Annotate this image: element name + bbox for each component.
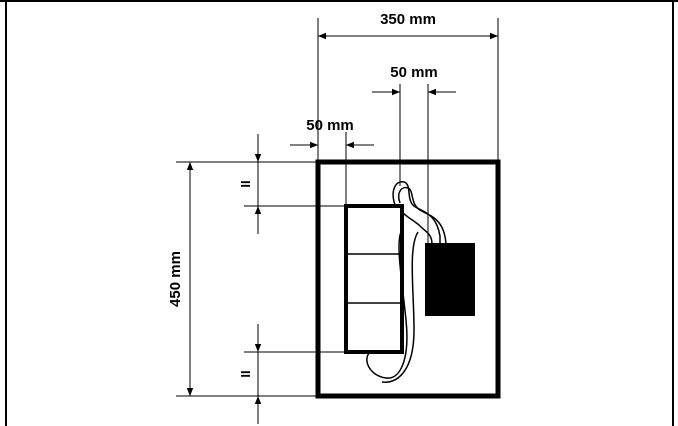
top-offset-label: 50 mm — [390, 64, 438, 81]
height-dimension-label: 450 mm — [167, 251, 184, 307]
left-offset-label: 50 mm — [306, 117, 354, 134]
control-box — [425, 243, 475, 316]
width-extension-lines — [317, 18, 499, 162]
left-offset-extension-lines — [317, 132, 347, 205]
top-equal-label: II — [238, 180, 253, 187]
top-equal-spacing — [244, 134, 346, 234]
connection-cables — [366, 181, 447, 383]
height-extension-lines — [176, 161, 318, 397]
width-dimension-label: 350 mm — [380, 11, 436, 28]
top-offset-extension-lines — [399, 84, 429, 246]
bottom-equal-spacing — [244, 324, 346, 424]
enclosure-outline — [315, 159, 501, 399]
bottom-equal-label: II — [238, 370, 253, 377]
inner-panel — [344, 204, 404, 354]
